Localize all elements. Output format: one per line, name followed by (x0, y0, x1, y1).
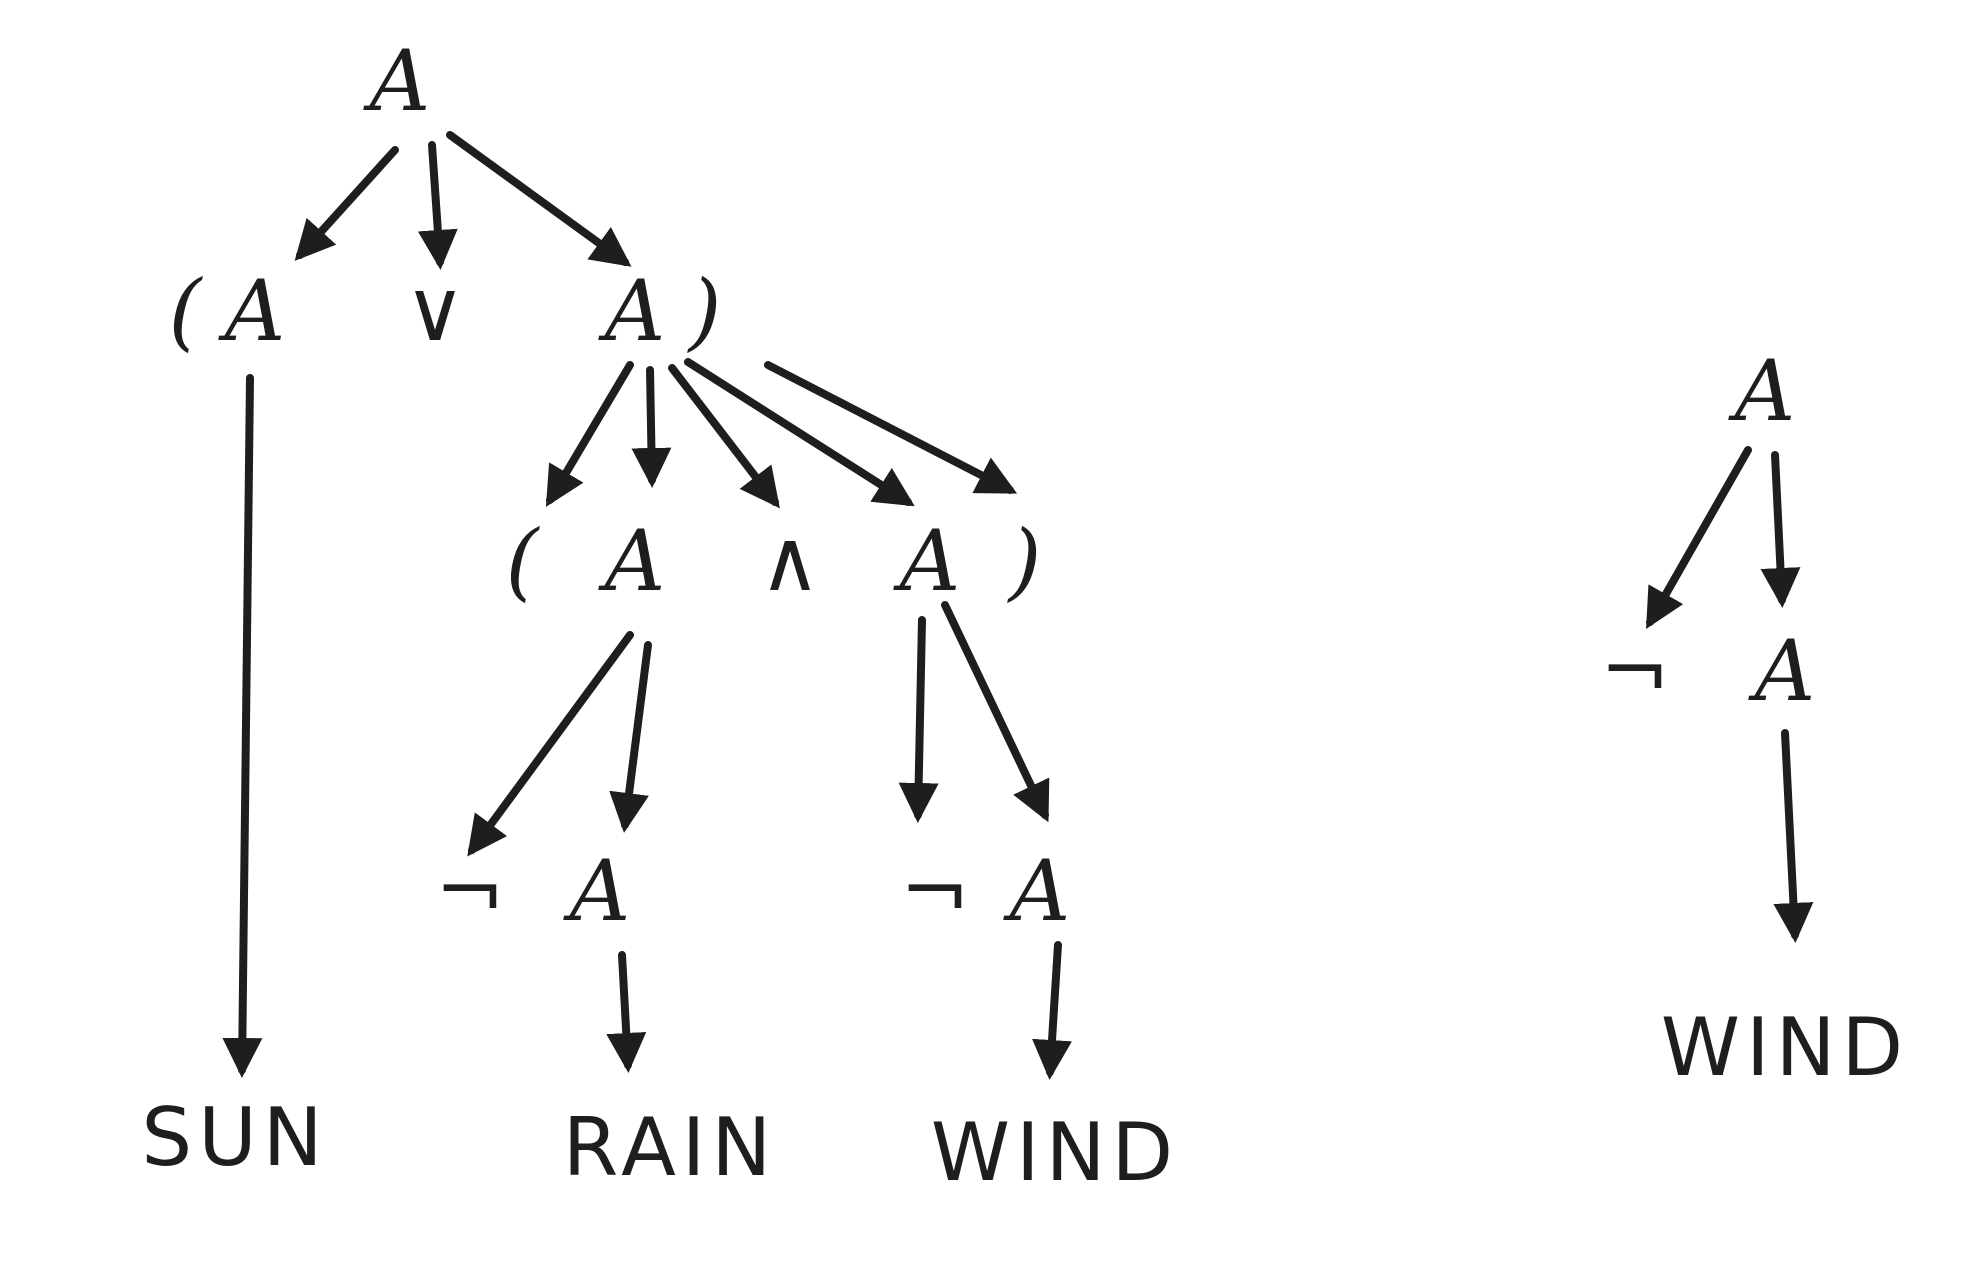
node-a6: A (1003, 842, 1071, 940)
parse-tree-disjunction: A ( A ∨ A ) ( A ∧ A ) ¬ A ¬ A SUN RAIN W… (141, 32, 1179, 1199)
edge-a4-to-a6 (941, 601, 1050, 823)
node-or: ∨ (404, 262, 465, 360)
node-a7: A (1748, 622, 1816, 720)
node-a4: A (893, 512, 961, 610)
edge-root-to-or (417, 141, 458, 270)
edge-root-to-a2 (446, 131, 632, 267)
leaf-sun: SUN (141, 1091, 328, 1184)
node-rparen-outer: ) (687, 262, 722, 360)
leaf-rain: RAIN (563, 1101, 778, 1194)
node-a5: A (563, 842, 631, 940)
edge-a3-to-not (467, 631, 634, 857)
node-a1: A (218, 262, 286, 360)
edge-root-to-a1 (294, 146, 399, 261)
edge-root2-to-not (1646, 446, 1752, 629)
node-root: A (363, 32, 431, 130)
edge-a2-to-and (668, 364, 780, 509)
edge-a6-to-wind (1032, 941, 1072, 1080)
edge-a-to-wind (1773, 729, 1814, 943)
edge-root2-to-a (1760, 451, 1801, 608)
edge-a2-to-lparen (545, 361, 634, 507)
edge-a2-to-rparen (764, 361, 1018, 494)
leaf-wind: WIND (931, 1106, 1179, 1199)
node-and: ∧ (759, 512, 820, 610)
edge-a5-to-rain (606, 951, 647, 1073)
parse-tree-negation: A ¬ A WIND (1600, 342, 1909, 1094)
edge-a2-to-a4 (684, 358, 915, 507)
edge-a2-to-a3 (631, 366, 672, 488)
node-a2: A (598, 262, 666, 360)
node-lparen-outer: ( (169, 262, 204, 360)
edge-a1-to-sun (222, 374, 263, 1078)
edge-a4-to-not (898, 616, 939, 823)
leaf-wind-2: WIND (1661, 1001, 1909, 1094)
node-not-1: ¬ (435, 842, 505, 940)
node-a3: A (598, 512, 666, 610)
node-rparen-inner: ) (1007, 512, 1042, 610)
node-root-2: A (1728, 342, 1796, 440)
node-not-2: ¬ (900, 842, 970, 940)
node-not-3: ¬ (1600, 622, 1670, 720)
node-lparen-inner: ( (506, 512, 541, 610)
edge-a3-to-a5 (609, 641, 652, 833)
